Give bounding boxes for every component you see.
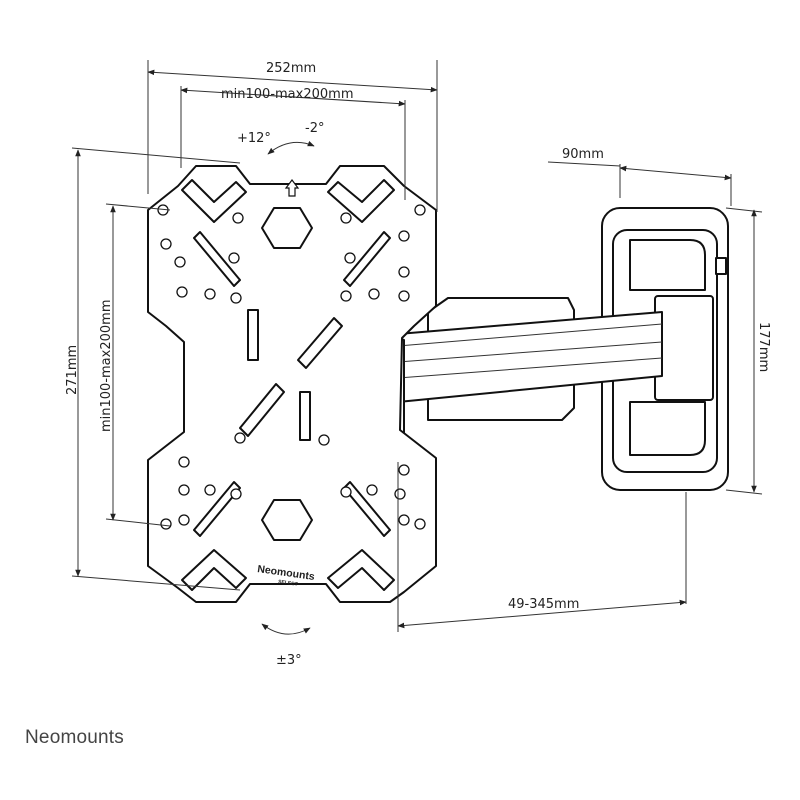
label-bracket-depth: 90mm xyxy=(562,147,604,162)
label-tilt-up: +12° xyxy=(237,131,271,146)
dim-total-width: 252mm xyxy=(147,60,438,212)
dim-bracket-height: 177mm xyxy=(725,207,771,495)
label-tilt-down: -2° xyxy=(305,121,324,136)
label-vesa-vertical: min100-max200mm xyxy=(99,300,114,432)
vesa-plate: Neomounts SELECT xyxy=(147,165,437,603)
label-rotation: ±3° xyxy=(276,653,302,668)
dim-arm-extension: 49-345mm xyxy=(397,462,687,632)
mounting-slots xyxy=(193,231,391,537)
dim-vesa-horizontal: min100-max200mm xyxy=(180,86,406,200)
dim-total-height: 271mm xyxy=(65,147,241,591)
dim-bracket-depth: 90mm xyxy=(547,147,732,206)
plate-logo-sub: SELECT xyxy=(278,579,298,588)
label-arm-extension: 49-345mm xyxy=(508,597,579,612)
mounting-holes xyxy=(157,204,426,530)
up-arrow-icon xyxy=(284,179,300,197)
label-total-height: 271mm xyxy=(65,345,80,395)
label-bracket-height: 177mm xyxy=(756,322,771,372)
label-total-width: 252mm xyxy=(266,61,316,76)
tilt-indicator: +12° -2° xyxy=(237,121,324,155)
dim-vesa-vertical: min100-max200mm xyxy=(99,203,171,527)
wall-bracket xyxy=(601,207,729,491)
label-vesa-horizontal: min100-max200mm xyxy=(221,87,353,102)
rotation-indicator: ±3° xyxy=(261,623,311,668)
brand-logo: Neomounts xyxy=(25,727,124,748)
